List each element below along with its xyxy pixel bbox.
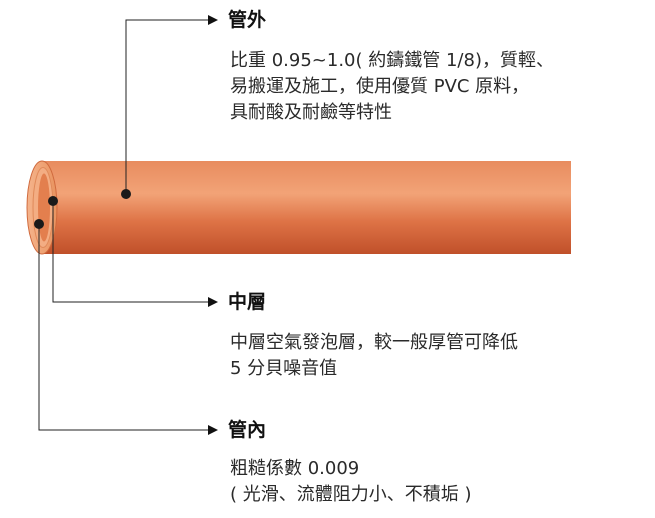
- outer-desc-line-1: 比重 0.95~1.0( 約鑄鐵管 1/8)，質輕、: [230, 50, 554, 71]
- pipe-body: [42, 161, 571, 254]
- inner-desc-line-2: ( 光滑、流體阻力小、不積垢 ): [230, 484, 472, 505]
- marker-dot-middle: [48, 196, 58, 206]
- arrowhead-inner: [208, 425, 218, 435]
- outer-description: 比重 0.95~1.0( 約鑄鐵管 1/8)，質輕、 易搬運及施工，使用優質 P…: [230, 48, 554, 126]
- arrowhead-middle: [208, 297, 218, 307]
- inner-description: 粗糙係數 0.009 ( 光滑、流體阻力小、不積垢 ): [230, 456, 472, 508]
- leader-line-middle: [52, 201, 208, 303]
- middle-description: 中層空氣發泡層，較一般厚管可降低 5 分貝噪音值: [230, 330, 518, 382]
- middle-title: 中層: [228, 291, 267, 313]
- leader-line-inner: [38, 224, 208, 431]
- middle-desc-line-2: 5 分貝噪音值: [230, 358, 338, 379]
- outer-desc-line-2: 易搬運及施工，使用優質 PVC 原料，: [230, 76, 530, 97]
- leader-line-outer: [125, 19, 208, 193]
- marker-dot-outer: [121, 189, 131, 199]
- outer-title: 管外: [228, 9, 267, 31]
- outer-desc-line-3: 具耐酸及耐鹼等特性: [230, 102, 392, 123]
- inner-desc-line-1: 粗糙係數 0.009: [230, 458, 360, 479]
- middle-desc-line-1: 中層空氣發泡層，較一般厚管可降低: [230, 332, 518, 353]
- inner-title: 管內: [228, 419, 267, 441]
- arrowhead-outer: [208, 15, 218, 25]
- marker-dot-inner: [34, 219, 44, 229]
- pipe-end-inner-bore: [38, 173, 50, 242]
